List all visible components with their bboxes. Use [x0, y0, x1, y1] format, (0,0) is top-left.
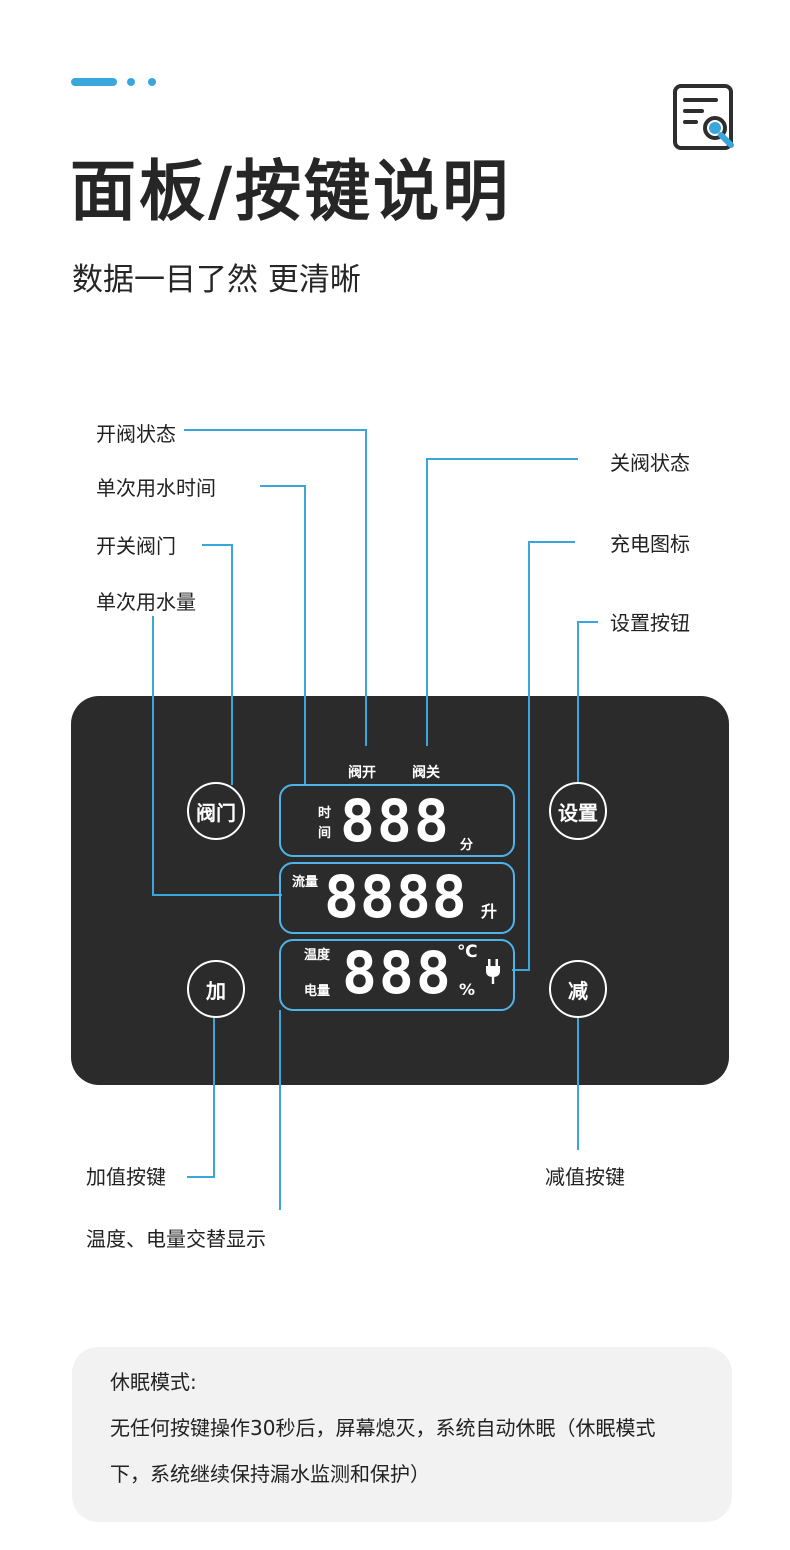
note-heading: 休眠模式: — [110, 1370, 197, 1394]
sleep-mode-note — [72, 1347, 732, 1522]
settings-button[interactable]: 设置 — [549, 782, 607, 840]
lcd-time-label-1: 时 — [318, 806, 332, 821]
indicator-valve-open: 阀开 — [348, 765, 376, 781]
lcd-time-digits: 888 — [340, 787, 451, 855]
lcd-temp-digits: 888 — [342, 939, 453, 1007]
lcd-flow-digits: 8888 — [324, 863, 468, 931]
lcd-battery-unit: % — [459, 980, 476, 999]
page-subtitle: 数据一目了然 更清晰 — [72, 262, 361, 298]
lcd-time-segment — [279, 784, 515, 857]
lcd-temp-label: 温度 — [304, 948, 331, 963]
minus-button[interactable]: 减 — [549, 960, 607, 1018]
page-title: 面板/按键说明 — [70, 153, 512, 230]
label-valve-switch: 开关阀门 — [96, 534, 176, 558]
lcd-temp-unit: ℃ — [457, 942, 478, 962]
lcd-battery-label: 电量 — [304, 984, 331, 999]
label-valve-open-state: 开阀状态 — [96, 422, 176, 446]
indicator-valve-closed: 阀关 — [412, 765, 440, 781]
plus-button[interactable]: 加 — [187, 960, 245, 1018]
lcd-time-unit: 分 — [460, 838, 474, 853]
header-accent-dot — [148, 78, 156, 86]
note-line-1: 无任何按键操作30秒后，屏幕熄灭，系统自动休眠（休眠模式 — [110, 1416, 656, 1440]
label-single-use-time: 单次用水时间 — [96, 476, 216, 500]
plug-icon — [485, 958, 501, 986]
header-accent-dot — [127, 78, 135, 86]
lcd-temp-battery-segment — [279, 939, 515, 1011]
lcd-time-label-2: 间 — [318, 826, 332, 841]
label-single-use-volume: 单次用水量 — [96, 590, 196, 614]
label-valve-closed-state: 关阀状态 — [610, 451, 690, 475]
lcd-flow-unit: 升 — [481, 902, 498, 921]
lcd-flow-segment — [279, 862, 515, 934]
document-search-icon — [672, 84, 736, 152]
label-minus-key: 减值按键 — [545, 1165, 625, 1189]
label-charging-icon: 充电图标 — [610, 532, 690, 556]
label-plus-key: 加值按键 — [86, 1165, 166, 1189]
note-line-2: 下，系统继续保持漏水监测和保护） — [110, 1462, 430, 1486]
lcd-flow-label: 流量 — [292, 875, 319, 890]
header-accent-bar — [71, 78, 117, 86]
valve-button[interactable]: 阀门 — [187, 782, 245, 840]
label-temp-battery-alternate: 温度、电量交替显示 — [86, 1227, 266, 1251]
control-panel — [71, 696, 729, 1085]
label-settings-button: 设置按钮 — [610, 611, 690, 635]
